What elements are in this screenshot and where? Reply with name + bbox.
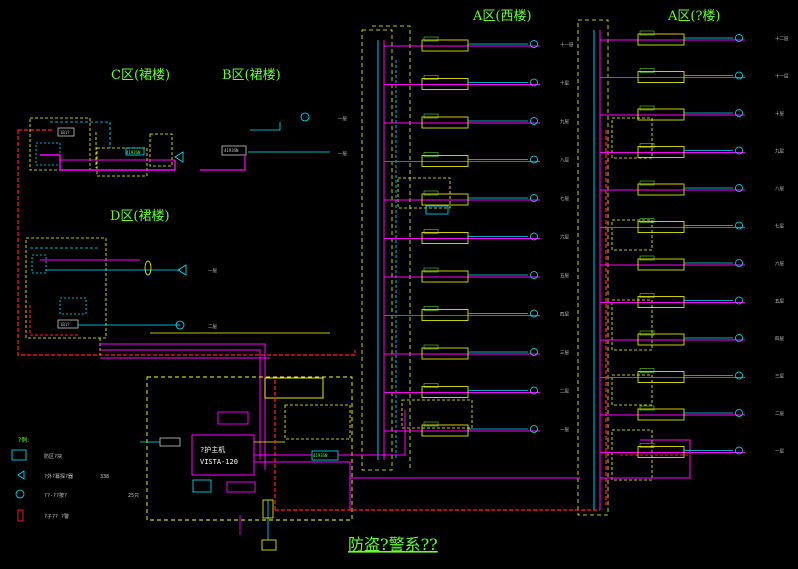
zone-c-title: C区(裙楼) (111, 68, 170, 83)
west-row (384, 190, 540, 206)
east-floor-label: 十一层 (775, 73, 789, 80)
legend-title: ?例: (18, 436, 29, 444)
east-row (600, 368, 745, 383)
panel-line-2: VISTA-120 (200, 458, 238, 466)
west-row (384, 229, 540, 244)
east-floor-rows (600, 30, 745, 458)
zone-d-wiring (25, 237, 330, 470)
west-floor-label: 九层 (560, 118, 569, 125)
east-floor-label: 十二层 (775, 35, 789, 42)
zone-d-title: D区(裙楼) (110, 209, 170, 224)
west-floor-rows (384, 36, 540, 437)
west-row (384, 383, 540, 398)
d-floor2-label: 二层 (208, 324, 217, 330)
west-row (384, 113, 540, 129)
east-row (600, 68, 745, 83)
west-row (384, 36, 540, 52)
panel-line-1: ?护主机 (200, 445, 225, 454)
east-row (600, 143, 745, 158)
d-floor-label: 一层 (208, 268, 217, 274)
east-row (600, 218, 745, 233)
west-floor-label: 七层 (560, 195, 569, 202)
east-row (600, 105, 745, 121)
west-row (384, 421, 540, 437)
zone-a-west-title: A区(西楼) (472, 9, 532, 24)
east-row (600, 405, 745, 421)
west-row (384, 344, 540, 360)
east-floor-label: 十层 (775, 110, 784, 117)
zone-a-other-title: A区(?楼) (667, 9, 721, 24)
diagram-title: 防盗?警系?? (348, 535, 438, 554)
west-floor-label: 五层 (560, 273, 569, 279)
legend-item-1-label: 防区?块 (44, 453, 62, 460)
legend-item-2-count: 338 (100, 474, 109, 480)
east-floor-label: 六层 (775, 260, 784, 267)
west-floor-label: 四层 (560, 312, 569, 318)
b-floor-label: 一层 (338, 116, 347, 122)
west-floor-label: 三层 (560, 350, 569, 356)
east-row (600, 30, 745, 46)
c-module-2: 4193SN (126, 150, 141, 155)
east-floor-label: 七层 (775, 223, 784, 230)
west-floor-label: 十一层 (560, 41, 574, 48)
c-module-1: 1B1? (60, 130, 70, 135)
east-row (600, 293, 745, 308)
east-row (600, 330, 745, 346)
legend: ?例: 防区?块 ?外?幕探?器 338 ??-??按? 25只 ?子?? ?警 (11, 436, 139, 522)
legend-item-4-label: ?子?? ?警 (44, 513, 69, 520)
zone-a-west-wiring (361, 25, 473, 471)
east-row (600, 180, 745, 196)
east-row (600, 443, 745, 458)
west-floor-label: 十层 (560, 80, 569, 87)
legend-item-3-count: 25只 (128, 493, 139, 499)
d-module: 1B1? (60, 322, 70, 327)
control-room (140, 376, 600, 551)
east-floor-label: 二层 (775, 411, 784, 417)
east-floor-label: 八层 (775, 186, 784, 192)
east-floor-label: 一层 (775, 449, 784, 455)
west-row (384, 306, 540, 321)
west-floor-label: 八层 (560, 158, 569, 164)
east-floor-label: 五层 (775, 299, 784, 305)
legend-item-3-label: ??-??按? (44, 492, 67, 499)
c-floor-label: 一层 (338, 151, 347, 157)
east-floor-label: 九层 (775, 148, 784, 155)
west-floor-label: 一层 (560, 427, 569, 433)
east-floor-label: 三层 (775, 374, 784, 380)
west-floor-label: 六层 (560, 234, 569, 241)
west-row (384, 75, 540, 90)
zone-a-other-wiring (577, 19, 691, 516)
east-row (600, 255, 745, 271)
panel-module: 4193SN (313, 453, 328, 458)
zone-c-wiring (17, 112, 356, 356)
b-module: 4193SN (224, 148, 239, 153)
east-floor-label: 四层 (775, 336, 784, 342)
west-row (384, 267, 540, 283)
west-row (384, 152, 540, 167)
west-floor-label: 二层 (560, 389, 569, 395)
legend-item-2-label: ?外?幕探?器 (44, 473, 73, 480)
zone-b-title: B区(裙楼) (222, 68, 281, 83)
